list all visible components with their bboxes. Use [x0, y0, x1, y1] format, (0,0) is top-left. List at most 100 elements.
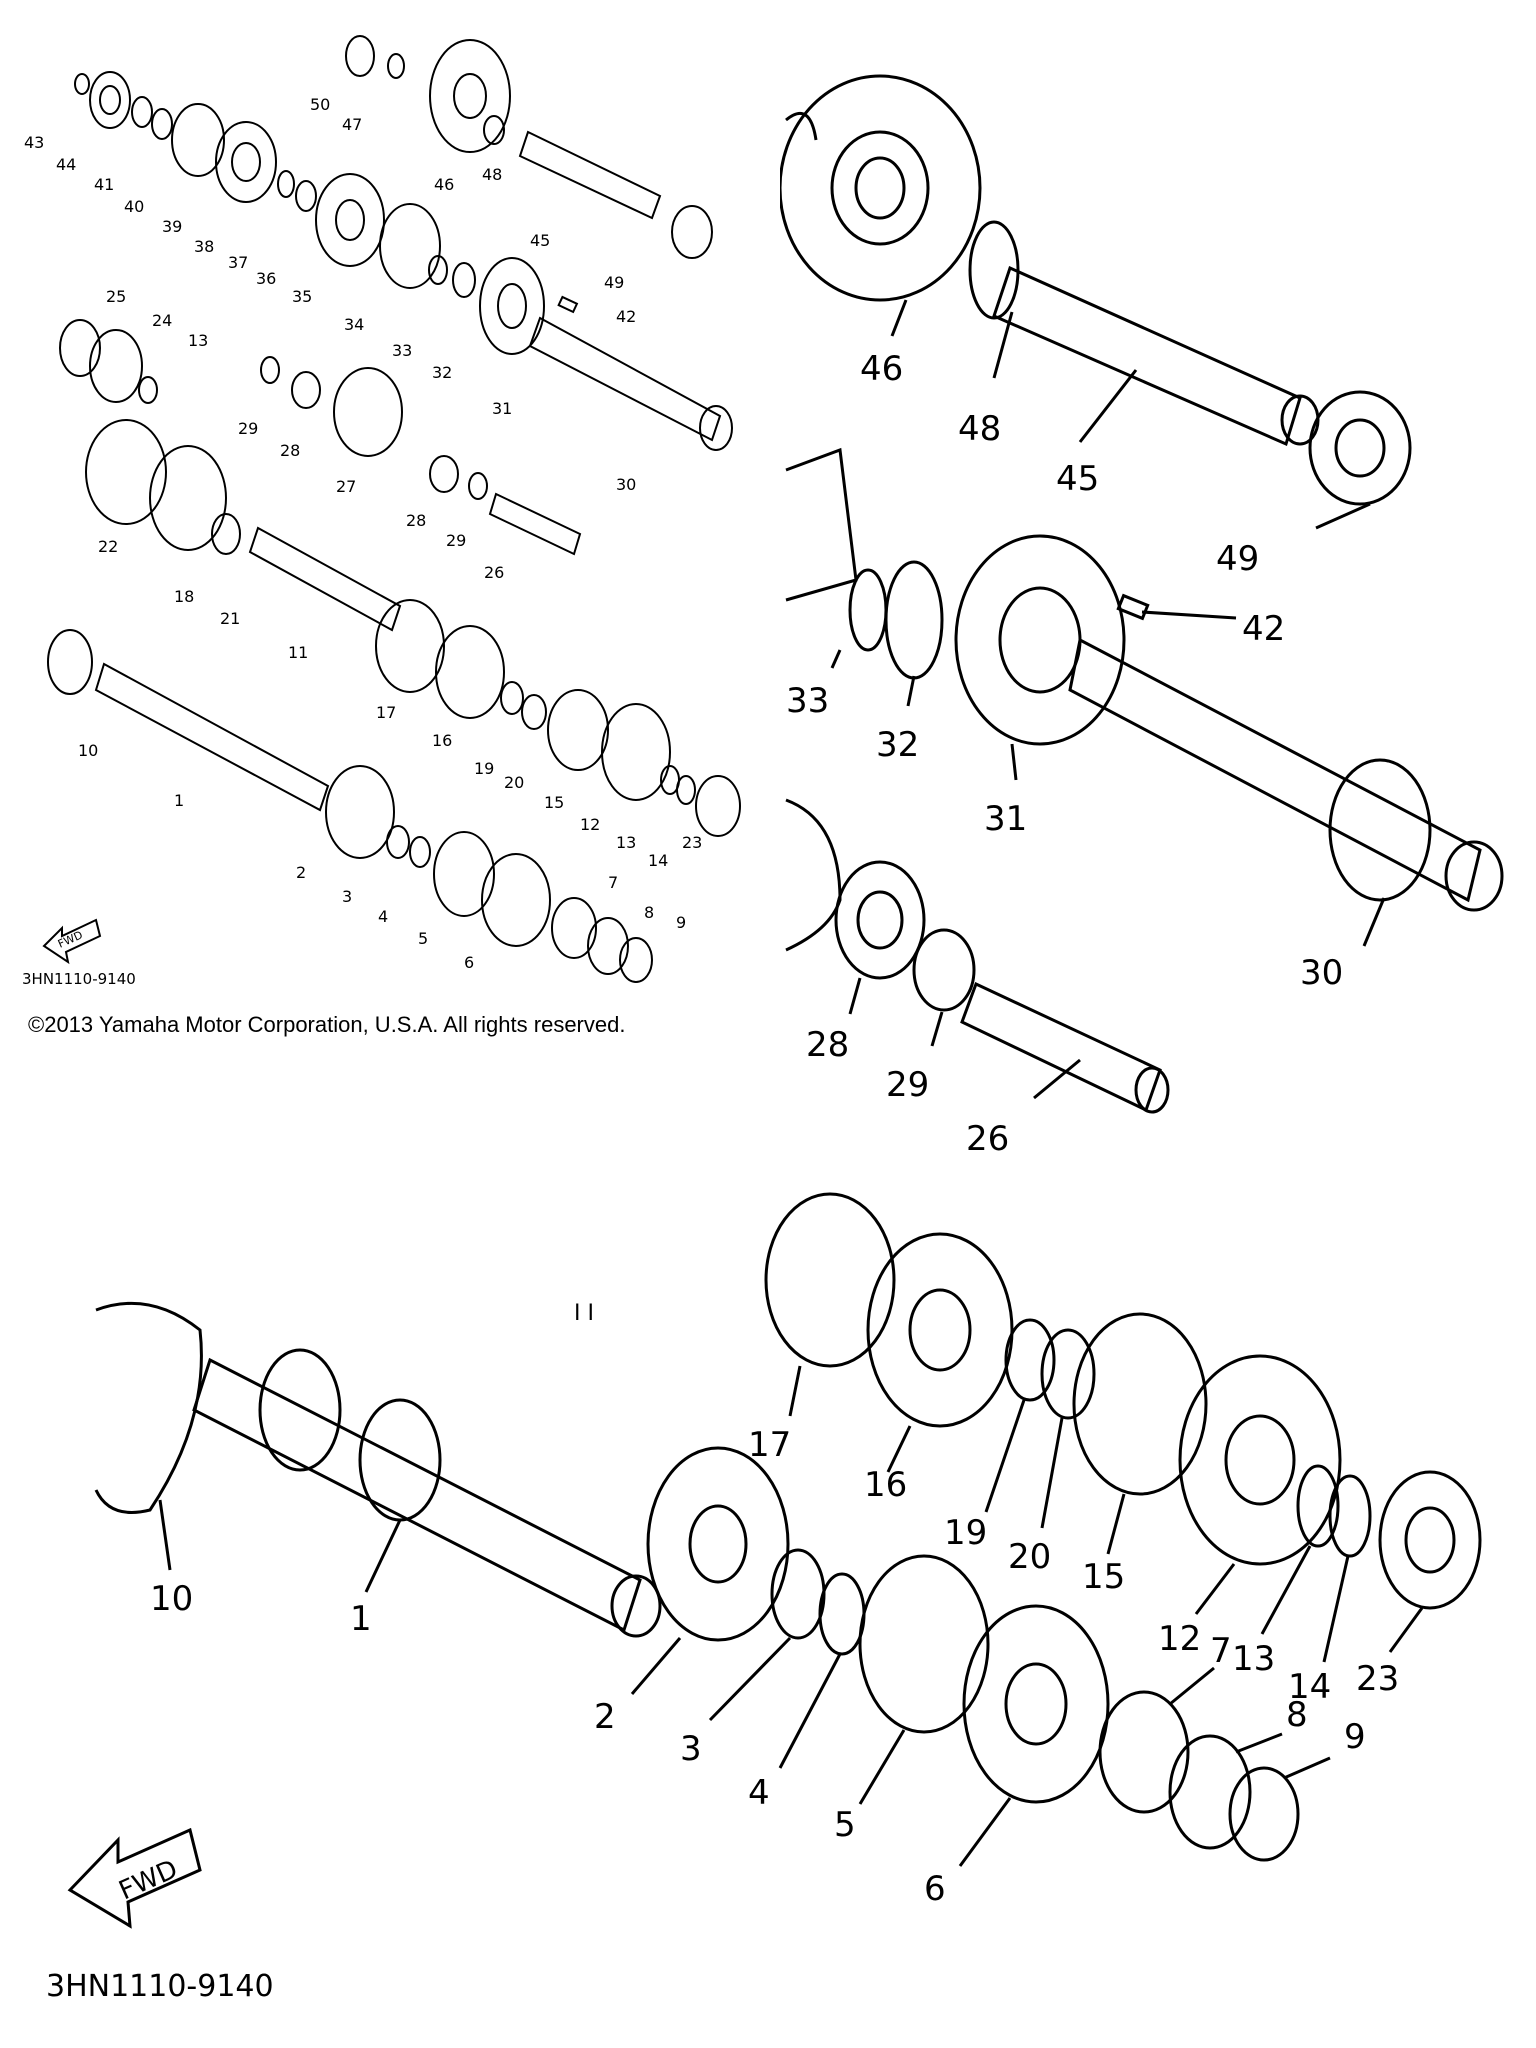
callout-50: 50 — [310, 95, 330, 114]
part-13 — [138, 376, 158, 404]
part-33 — [848, 568, 888, 652]
callout-3: 3 — [342, 887, 352, 906]
callout-9: 9 — [676, 913, 686, 932]
callout-38: 38 — [194, 237, 214, 256]
part-20 — [1040, 1328, 1096, 1420]
part-47 — [387, 53, 405, 79]
zoom-callout-1: 1 — [350, 1599, 372, 1639]
part-21 — [211, 513, 241, 555]
callout-29: 29 — [238, 419, 258, 438]
part-16 — [866, 1232, 1014, 1428]
zoom-callout-48: 48 — [958, 409, 1001, 449]
part-26 — [960, 981, 1162, 1113]
part-30 — [528, 316, 722, 442]
part-32 — [452, 262, 476, 298]
callout-1: 1 — [174, 791, 184, 810]
callout-25: 25 — [106, 287, 126, 306]
callout-15: 15 — [544, 793, 564, 812]
callout-22: 22 — [98, 537, 118, 556]
callout-24: 24 — [152, 311, 172, 330]
part-46 — [780, 74, 982, 302]
callout-6: 6 — [464, 953, 474, 972]
part-33 — [428, 255, 448, 285]
zoom-upper-callouts: 46 48 45 49 42 33 32 31 30 28 29 26 — [786, 349, 1343, 1159]
part-12 — [1178, 1354, 1342, 1566]
part-39 — [171, 103, 225, 177]
part-14 — [676, 775, 696, 805]
callout-17: 17 — [376, 703, 396, 722]
callout-21: 21 — [220, 609, 240, 628]
part-17 — [764, 1192, 896, 1368]
callout-27: 27 — [336, 477, 356, 496]
part-44 — [89, 71, 131, 129]
zoom-callout-4: 4 — [748, 1773, 770, 1813]
callout-40: 40 — [124, 197, 144, 216]
fwd-arrow-icon — [42, 918, 102, 965]
callout-28: 28 — [280, 441, 300, 460]
overview-diagram: FWD 3HN1110-9140 43 44 41 40 39 38 37 36… — [0, 0, 780, 1060]
part-10 — [47, 629, 93, 695]
part-15 — [547, 689, 609, 771]
part-8 — [1168, 1734, 1252, 1850]
zoom-callout-23: 23 — [1356, 1659, 1399, 1699]
zoom-callout-13: 13 — [1232, 1639, 1275, 1679]
part-42 — [557, 295, 579, 314]
part-24 — [89, 329, 143, 403]
callout-48: 48 — [482, 165, 502, 184]
zoom-callout-32: 32 — [876, 725, 919, 765]
callout-45: 45 — [530, 231, 550, 250]
zoom-callout-12: 12 — [1158, 1619, 1201, 1659]
part-13 — [1296, 1464, 1340, 1548]
callout-4: 4 — [378, 907, 388, 926]
part-4 — [409, 836, 431, 868]
part-40 — [151, 108, 173, 140]
zoom-callout-49: 49 — [1216, 539, 1259, 579]
callout-43: 43 — [24, 133, 44, 152]
part-31 — [954, 534, 1126, 746]
part-20 — [521, 694, 547, 730]
part-12 — [601, 703, 671, 801]
callout-18: 18 — [174, 587, 194, 606]
zoom-lower-callouts: 10 1 17 16 19 20 15 12 13 14 23 2 3 4 5 … — [150, 1425, 1399, 1909]
part-26 — [488, 492, 582, 556]
callout-36: 36 — [256, 269, 276, 288]
part-10 — [94, 1301, 203, 1514]
part-19 — [500, 681, 524, 715]
part-38 — [215, 121, 277, 203]
zoom-callout-42: 42 — [1242, 609, 1285, 649]
part-6 — [962, 1604, 1110, 1804]
callout-37: 37 — [228, 253, 248, 272]
callout-31: 31 — [492, 399, 512, 418]
part-11 — [248, 526, 402, 632]
fwd-arrow-icon-large — [67, 1827, 202, 1929]
part-9 — [1228, 1766, 1300, 1862]
part-28 — [291, 371, 321, 409]
diagram-code-large: 3HN1110-9140 — [46, 1969, 274, 2004]
callout-44: 44 — [56, 155, 76, 174]
part-2 — [325, 765, 395, 859]
part-50 — [345, 35, 375, 77]
callout-26: 26 — [484, 563, 504, 582]
fwd-label: FWD — [56, 928, 85, 950]
part-41 — [131, 96, 153, 128]
zoom-detail-lower: FWD 3HN1110-9140 I I 10 1 17 16 19 20 15… — [0, 1190, 1536, 2048]
overview-callouts: 43 44 41 40 39 38 37 36 35 34 33 32 31 3… — [24, 95, 702, 972]
zoom-callout-46: 46 — [860, 349, 903, 389]
callout-33: 33 — [392, 341, 412, 360]
part-29 — [260, 356, 280, 384]
zoom-callout-16: 16 — [864, 1465, 907, 1505]
zoom-callout-26: 26 — [966, 1119, 1009, 1159]
zoom-callout-14: 14 — [1288, 1667, 1331, 1707]
part-49 — [1308, 390, 1412, 506]
part-8 — [587, 917, 629, 975]
callout-30: 30 — [616, 475, 636, 494]
part-7 — [1098, 1690, 1190, 1814]
callout-11: 11 — [288, 643, 308, 662]
callout-7: 7 — [608, 873, 618, 892]
part-35 — [315, 173, 385, 267]
part-27 — [333, 367, 403, 457]
zoom-callout-15: 15 — [1082, 1557, 1125, 1597]
part-36 — [295, 180, 317, 212]
callout-2: 2 — [296, 863, 306, 882]
callout-41: 41 — [94, 175, 114, 194]
